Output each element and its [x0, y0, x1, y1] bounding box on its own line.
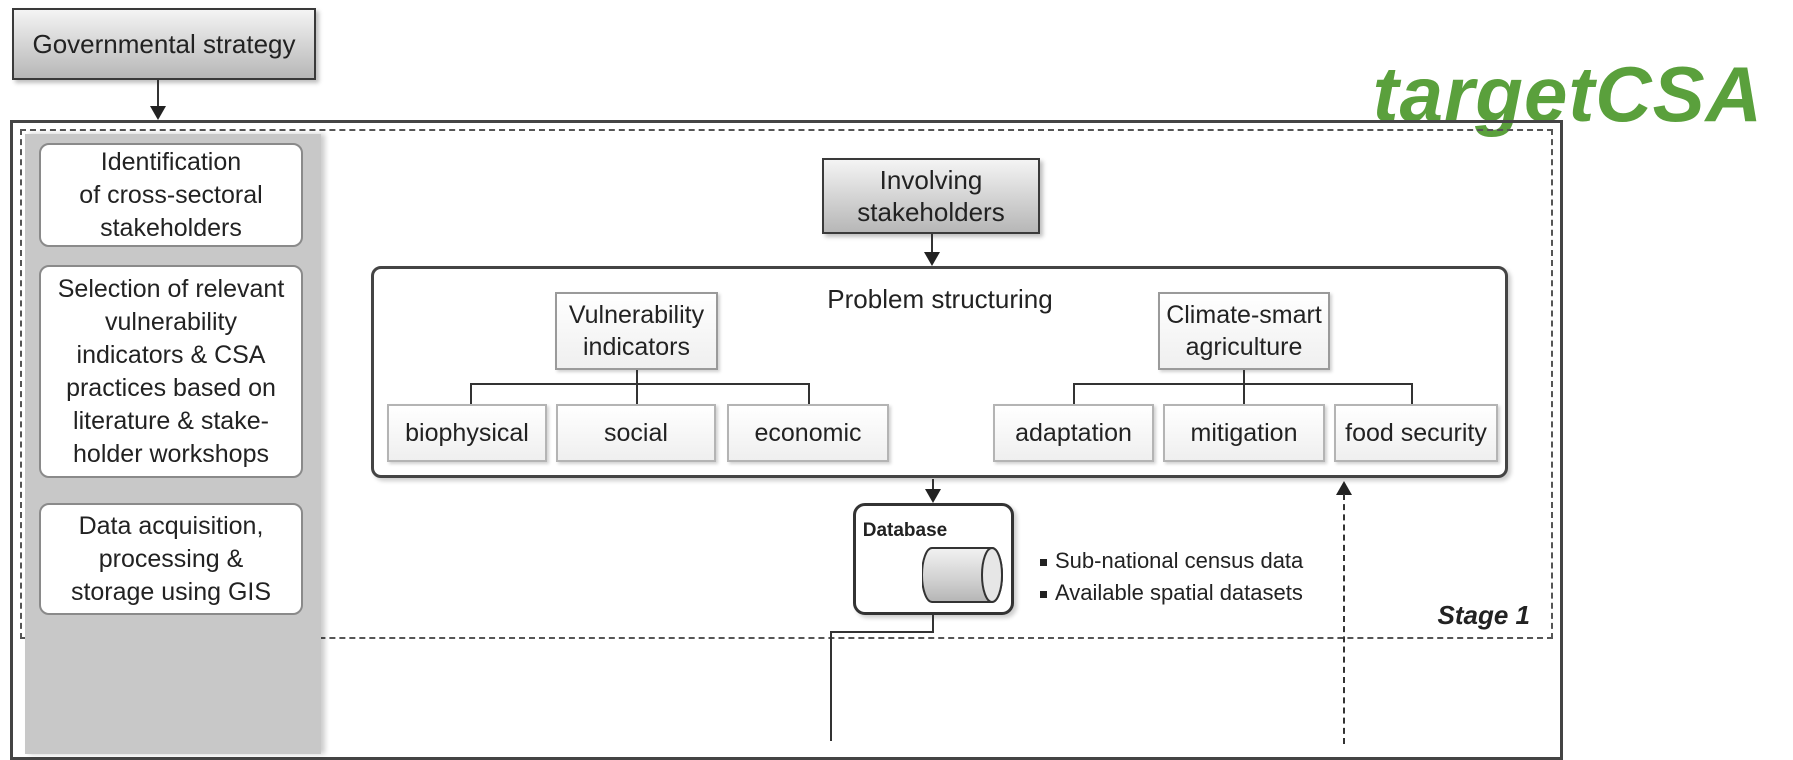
vuln-tree-stem [636, 370, 638, 384]
db-output-line-exit [830, 631, 832, 741]
vulnerability-indicators-label: Vulnerability indicators [568, 301, 705, 361]
category-food-security: food security [1334, 404, 1498, 462]
bullet-square-icon [1040, 590, 1047, 598]
involve-arrow-head [924, 252, 940, 266]
db-output-line-down [932, 615, 934, 633]
csa-tree-drop-3 [1411, 383, 1413, 404]
feedback-dashdot-line [1343, 494, 1345, 744]
vuln-tree-bar [470, 383, 810, 385]
vuln-tree-drop-3 [808, 383, 810, 404]
step-identification: Identification of cross-sectoral stakeho… [39, 143, 303, 247]
category-adaptation: adaptation [993, 404, 1154, 462]
category-mitigation-label: mitigation [1190, 419, 1298, 447]
inner-dashed-frame [20, 129, 1553, 639]
category-economic-label: economic [754, 419, 862, 447]
bullet-square-icon [1040, 558, 1047, 566]
database-cylinder-icon [922, 547, 1003, 603]
gov-arrow-line [157, 80, 159, 108]
database-label: Database [862, 520, 948, 541]
gov-arrow-head [150, 106, 166, 120]
vuln-tree-drop-1 [470, 383, 472, 404]
csa-tree-drop-2 [1243, 383, 1245, 404]
data-source-spatial: Available spatial datasets [1040, 580, 1303, 606]
step-identification-text: Identification of cross-sectoral stakeho… [79, 147, 263, 242]
category-economic: economic [727, 404, 889, 462]
feedback-arrow-head [1336, 481, 1352, 495]
data-source-census: Sub-national census data [1040, 548, 1303, 574]
category-mitigation: mitigation [1163, 404, 1325, 462]
category-biophysical-label: biophysical [405, 419, 529, 447]
governmental-strategy-box: Governmental strategy [12, 8, 316, 80]
category-social-label: social [604, 419, 668, 447]
csa-tree-drop-1 [1073, 383, 1075, 404]
vuln-tree-drop-2 [636, 383, 638, 404]
db-arrow-line [932, 479, 934, 493]
involve-arrow-line [931, 234, 933, 254]
category-social: social [556, 404, 716, 462]
climate-smart-agriculture-box: Climate-smart agriculture [1158, 292, 1330, 370]
step-data-acquisition-text: Data acquisition, processing & storage u… [70, 511, 272, 606]
data-source-census-text: Sub-national census data [1055, 548, 1304, 573]
category-biophysical: biophysical [387, 404, 547, 462]
problem-structuring-title: Problem structuring [827, 284, 1053, 314]
stage-label: Stage 1 [1437, 600, 1531, 630]
step-selection: Selection of relevant vulnerability indi… [39, 265, 303, 478]
category-food-security-label: food security [1345, 419, 1487, 447]
csa-tree-stem [1243, 370, 1245, 384]
db-output-line-left [830, 631, 934, 633]
data-source-spatial-text: Available spatial datasets [1055, 580, 1303, 605]
involving-stakeholders-box: Involving stakeholders [822, 158, 1040, 234]
climate-smart-agriculture-label: Climate-smart agriculture [1166, 301, 1322, 361]
governmental-strategy-label: Governmental strategy [32, 28, 296, 59]
vulnerability-indicators-box: Vulnerability indicators [555, 292, 718, 370]
db-arrow-head [925, 489, 941, 503]
involving-stakeholders-label: Involving stakeholders [857, 165, 1005, 227]
step-data-acquisition: Data acquisition, processing & storage u… [39, 503, 303, 615]
category-adaptation-label: adaptation [1015, 419, 1132, 447]
step-selection-text: Selection of relevant vulnerability indi… [57, 274, 285, 468]
